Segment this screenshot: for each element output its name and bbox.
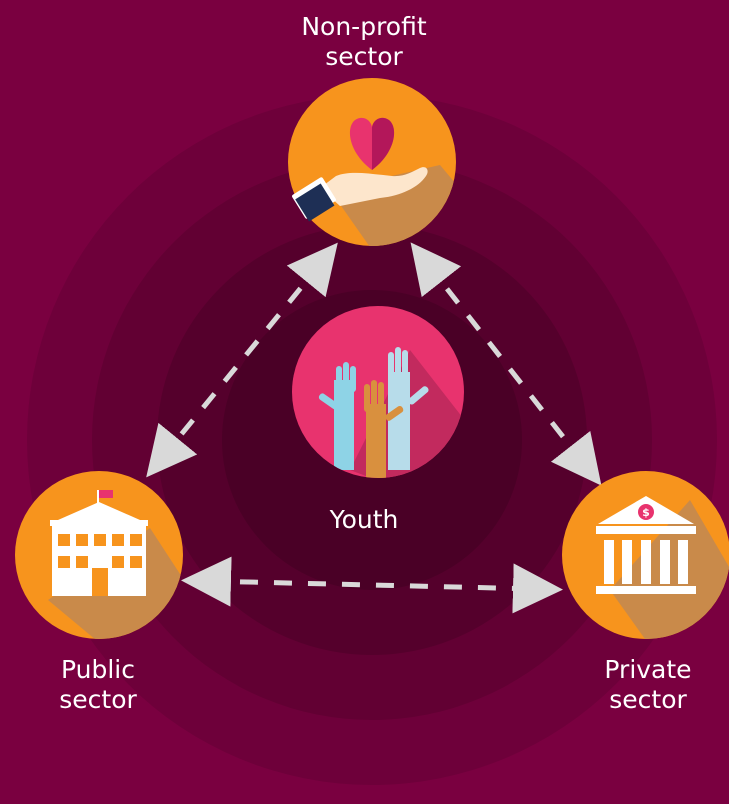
government-building-icon	[15, 471, 183, 639]
private-sector-label: Private sector	[568, 655, 728, 715]
public-sector-label: Public sector	[18, 655, 178, 715]
youth-label-text: Youth	[329, 505, 399, 534]
public-label-line2: sector	[59, 685, 137, 714]
private-label-line1: Private	[604, 655, 692, 684]
nonprofit-sector-label: Non-profit sector	[264, 12, 464, 72]
private-label-line2: sector	[609, 685, 687, 714]
nonprofit-label-line2: sector	[325, 42, 403, 71]
arrow-public-private	[181, 556, 563, 614]
youth-label: Youth	[278, 505, 450, 535]
svg-text:$: $	[642, 506, 650, 519]
arrow-nonprofit-private	[410, 242, 602, 486]
public-label-line1: Public	[61, 655, 135, 684]
nonprofit-label-line1: Non-profit	[301, 12, 427, 41]
arrow-nonprofit-public	[146, 242, 338, 478]
